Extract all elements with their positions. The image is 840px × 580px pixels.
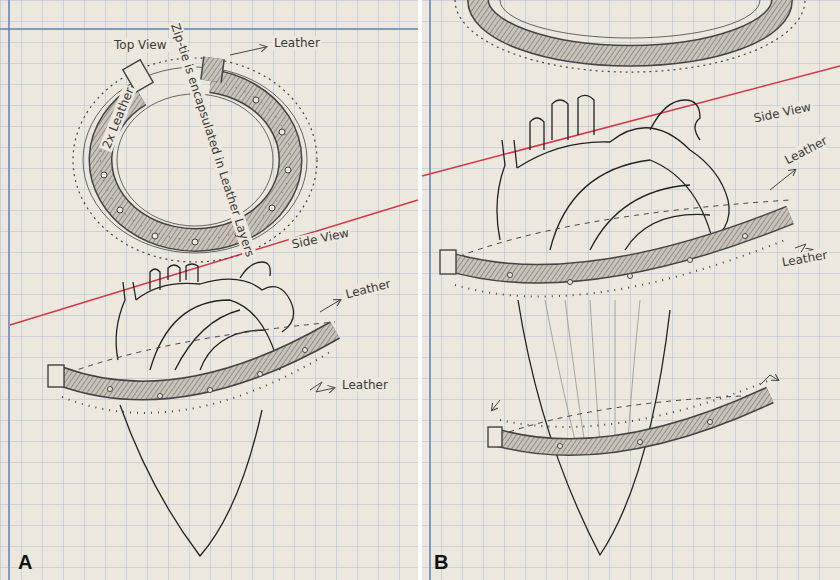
graph-paper-a bbox=[0, 0, 418, 580]
view-title: Top View bbox=[112, 38, 169, 52]
graph-paper-b bbox=[422, 0, 840, 580]
top-view-strap-b bbox=[455, 0, 805, 72]
leader-lines-b bbox=[492, 170, 812, 410]
side-strap-a bbox=[48, 322, 335, 413]
part-label: Leather bbox=[340, 378, 390, 392]
heart-side-view-a bbox=[116, 262, 293, 556]
heart-side-view-b bbox=[497, 95, 729, 555]
panel-letter: B bbox=[432, 550, 450, 574]
side-strap-b bbox=[440, 200, 790, 449]
part-label: Leather bbox=[272, 36, 322, 50]
panel-letter: A bbox=[16, 550, 34, 574]
